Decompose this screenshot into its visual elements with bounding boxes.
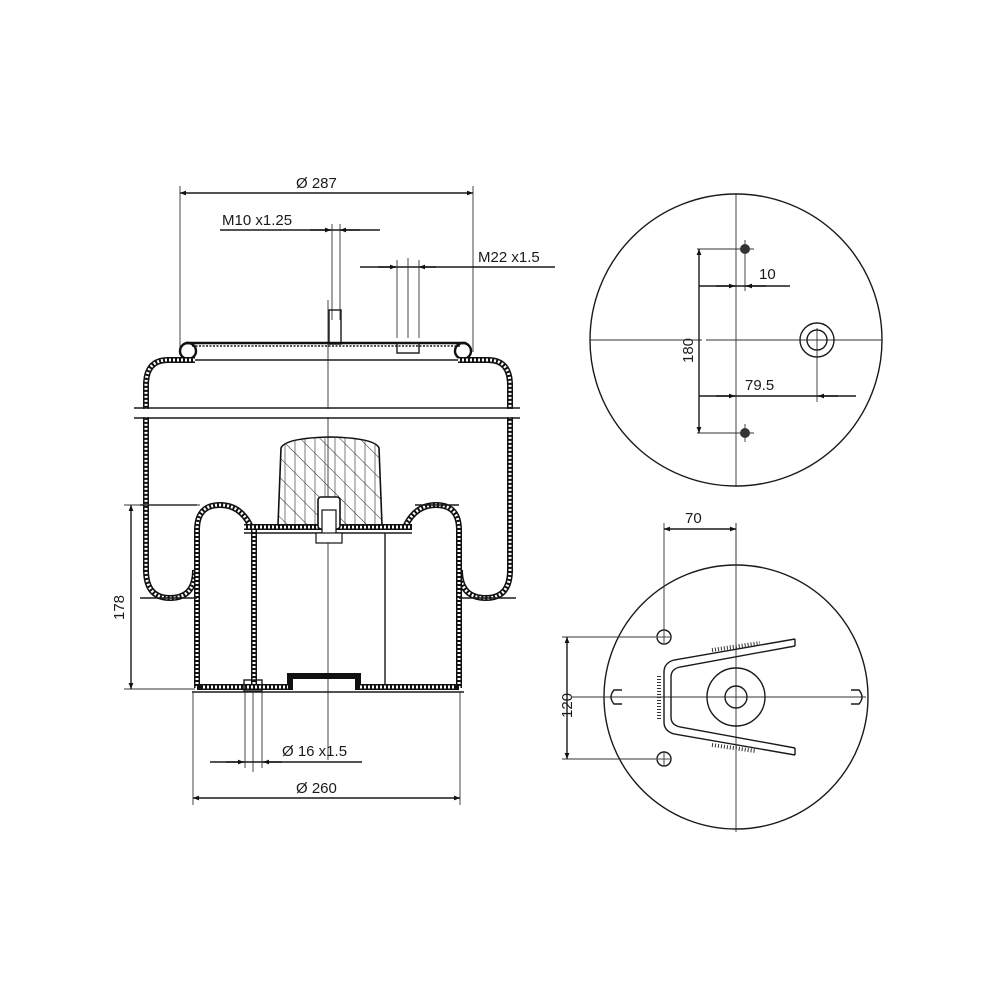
hole-offset-label: 70: [685, 510, 702, 527]
top-diameter-label: Ø 287: [296, 175, 337, 192]
bottom-plan-view: 70 120: [559, 510, 869, 832]
dimension-bottom-diameter: Ø 260: [192, 692, 461, 805]
dimension-top-diameter: Ø 287: [179, 175, 474, 352]
dimension-hole-offset: 70: [663, 510, 737, 630]
bottom-diameter-label: Ø 260: [296, 780, 337, 797]
air-inlet-fitting: [799, 322, 835, 402]
side-elevation-view: Ø 287 M10 x1.25 M22 x1.5: [111, 175, 555, 805]
bottom-thread-label: Ø 16 x1.5: [282, 743, 347, 760]
dimension-inlet-offset: 79.5: [699, 377, 856, 399]
hole-spacing-label: 120: [559, 693, 576, 718]
dimension-stud-offset: 10: [699, 258, 790, 291]
dimension-bottom-thread: Ø 16 x1.5: [210, 692, 362, 772]
center-hub: [706, 667, 766, 727]
dimension-stud-spacing: 180: [680, 248, 738, 434]
dimension-air-inlet-thread: M22 x1.5: [360, 249, 555, 338]
v-bracket: [657, 638, 796, 756]
dimension-height: 178: [111, 504, 200, 690]
top-plan-view: 180 10 79.5: [589, 193, 883, 487]
bumper-stop: [277, 436, 383, 544]
top-stud-thread-label: M10 x1.25: [222, 212, 292, 229]
mounting-hole-lower: [656, 751, 672, 767]
top-plate: [178, 341, 473, 361]
bellows: [134, 357, 520, 602]
height-label: 178: [111, 595, 128, 620]
mounting-hole-upper: [656, 629, 672, 645]
top-stud: [328, 309, 342, 345]
mounting-stud-top: [736, 240, 754, 258]
mounting-stud-bottom: [736, 424, 754, 442]
stud-spacing-label: 180: [680, 338, 697, 363]
slot-left: [610, 689, 622, 705]
dimension-hole-spacing: 120: [559, 636, 656, 760]
air-inlet-thread-label: M22 x1.5: [478, 249, 540, 266]
dimension-top-stud-thread: M10 x1.25: [220, 212, 380, 320]
inlet-offset-label: 79.5: [745, 377, 774, 394]
slot-right: [851, 689, 863, 705]
stud-offset-label: 10: [759, 266, 776, 283]
